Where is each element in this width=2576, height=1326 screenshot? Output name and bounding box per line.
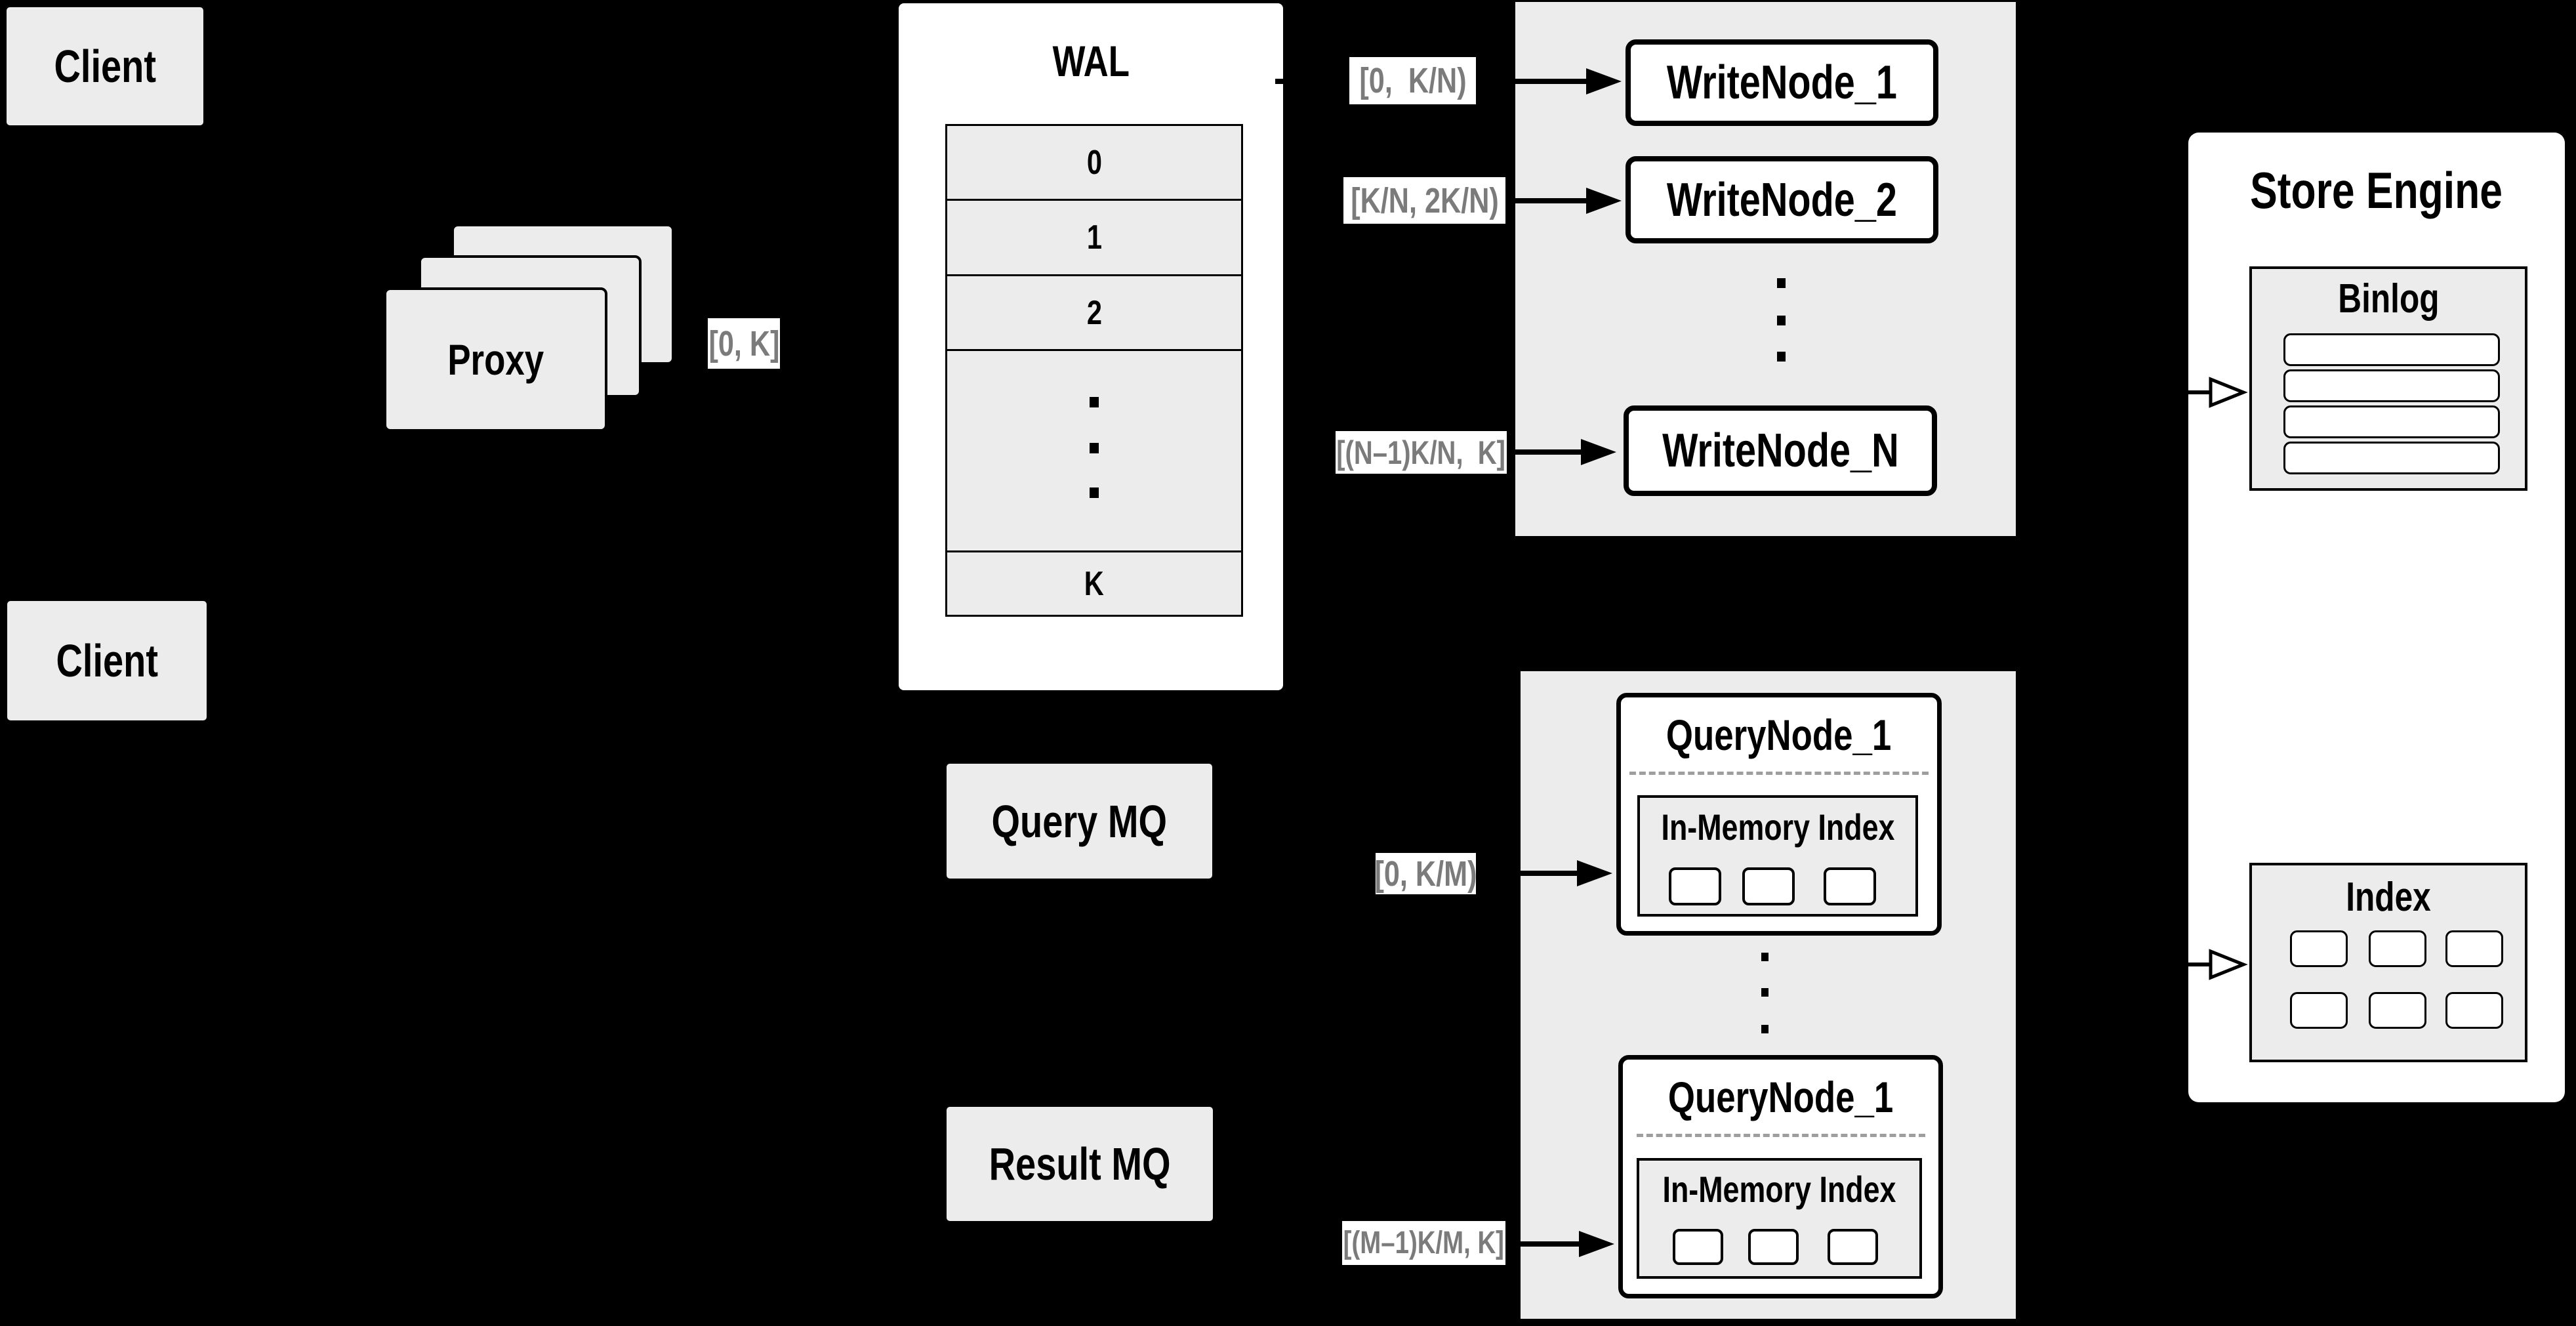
range-label-writenode-2-text: [K/N, 2K/N) (1350, 180, 1499, 220)
wal-row-1-label: 1 (1086, 218, 1102, 257)
client-top-box: Client (5, 5, 205, 127)
arrowhead-icon (1581, 439, 1616, 465)
binlog-row (2283, 405, 2500, 438)
segment-square (1824, 867, 1876, 905)
range-label-querynode-m: [(M–1)K/M, K] (1342, 1221, 1505, 1265)
ellipsis-dot (1761, 988, 1768, 997)
binlog-row (2283, 333, 2500, 366)
arrowhead-icon (1579, 1231, 1614, 1257)
index-title: Index (2249, 870, 2527, 925)
index-title-text: Index (2346, 875, 2431, 920)
range-label-writenode-1: [0, K/N) (1349, 57, 1476, 104)
querynode-m-inmemory-title-text: In-Memory Index (1662, 1169, 1896, 1210)
query-mq-label: Query MQ (991, 795, 1168, 847)
arrow-into-index (2119, 949, 2248, 980)
segment-square (1828, 1229, 1878, 1265)
ellipsis-dot (1090, 397, 1099, 407)
querynode-m-divider (1637, 1134, 1925, 1137)
writenode-n-label: WriteNode_N (1662, 425, 1899, 477)
segment-square (1742, 867, 1795, 905)
ellipsis-dot (1777, 352, 1786, 362)
open-arrowhead-icon (2209, 949, 2248, 980)
range-label-proxy-to-wal-text: [0, K] (708, 323, 779, 363)
writenode-2-label: WriteNode_2 (1666, 173, 1898, 226)
wal-row-k: K (947, 552, 1241, 615)
proxy-label: Proxy (447, 335, 544, 384)
ellipsis-dot (1090, 443, 1099, 453)
querynode-1-inmemory-title: In-Memory Index (1637, 799, 1918, 856)
index-cell (2369, 992, 2426, 1029)
segment-square (1748, 1229, 1799, 1265)
binlog-row (2283, 442, 2500, 474)
range-label-proxy-to-wal: [0, K] (708, 318, 780, 369)
wal-row-0-label: 0 (1086, 143, 1102, 182)
ellipsis-dot (1761, 953, 1768, 961)
arrowhead-icon (1586, 68, 1622, 94)
querynode-1-title: QueryNode_1 (1616, 703, 1942, 766)
ellipsis-dot (1090, 487, 1099, 498)
range-label-writenode-n: [(N–1)K/N, K] (1336, 431, 1507, 474)
range-label-writenode-n-text: [(N–1)K/N, K] (1336, 434, 1506, 471)
client-bottom-box: Client (5, 599, 209, 722)
index-cell (2369, 930, 2426, 967)
range-label-writenode-1-text: [0, K/N) (1359, 61, 1467, 100)
wal-title-text: WAL (1052, 36, 1130, 85)
querynode-m-title-text: QueryNode_1 (1667, 1073, 1894, 1121)
wal-row-k-label: K (1084, 564, 1105, 603)
writenode-1-box: WriteNode_1 (1625, 39, 1938, 126)
range-label-querynode-1-text: [0, K/M) (1374, 854, 1477, 894)
index-cell (2445, 930, 2503, 967)
store-engine-title: Store Engine (2188, 157, 2565, 223)
writenode-n-box: WriteNode_N (1624, 405, 1937, 496)
client-top-label: Client (54, 41, 156, 92)
store-engine-title-text: Store Engine (2250, 161, 2503, 219)
segment-square (1669, 867, 1721, 905)
binlog-title: Binlog (2249, 272, 2527, 327)
querynode-1-title-text: QueryNode_1 (1666, 711, 1892, 759)
query-mq-box: Query MQ (945, 762, 1214, 881)
querynode-m-title: QueryNode_1 (1618, 1066, 1943, 1129)
querynode-m-inmemory-title: In-Memory Index (1637, 1162, 1922, 1217)
proxy-box: Proxy (384, 287, 607, 432)
querynode-1-divider (1629, 772, 1929, 775)
index-cell (2290, 992, 2348, 1029)
wal-title: WAL (902, 30, 1280, 92)
wal-row-0: 0 (947, 126, 1241, 201)
result-mq-label: Result MQ (989, 1138, 1171, 1190)
index-cell (2290, 930, 2348, 967)
querynode-1-inmemory-title-text: In-Memory Index (1661, 806, 1894, 848)
arrowhead-icon (1586, 188, 1622, 214)
wal-row-2: 2 (947, 276, 1241, 351)
binlog-row (2283, 369, 2500, 402)
range-label-querynode-m-text: [(M–1)K/M, K] (1343, 1225, 1505, 1260)
wal-row-ellipsis (947, 351, 1241, 552)
ellipsis-dot (1777, 278, 1786, 288)
binlog-title-text: Binlog (2337, 276, 2440, 321)
wal-segment-table: 0 1 2 K (945, 124, 1243, 617)
arrow-into-binlog (2119, 377, 2248, 408)
segment-square (1673, 1229, 1723, 1265)
result-mq-box: Result MQ (945, 1105, 1215, 1223)
writenode-1-label: WriteNode_1 (1666, 56, 1898, 109)
wal-row-1: 1 (947, 201, 1241, 276)
ellipsis-dot (1761, 1025, 1768, 1033)
wal-row-2-label: 2 (1086, 293, 1102, 332)
range-label-writenode-2: [K/N, 2K/N) (1343, 177, 1505, 224)
arrowhead-icon (1577, 860, 1612, 886)
open-arrowhead-icon (2209, 377, 2248, 408)
writenode-2-box: WriteNode_2 (1625, 156, 1938, 243)
client-bottom-label: Client (56, 635, 158, 686)
index-cell (2445, 992, 2503, 1029)
ellipsis-dot (1777, 316, 1786, 325)
range-label-querynode-1: [0, K/M) (1374, 853, 1477, 894)
